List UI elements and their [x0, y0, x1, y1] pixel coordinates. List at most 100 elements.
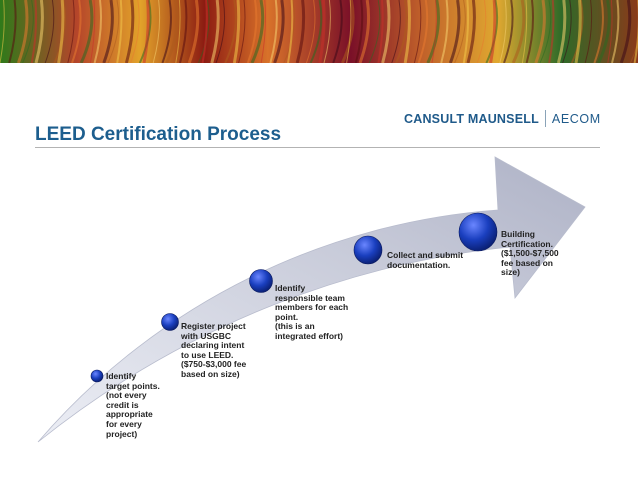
- banner-streak: [93, 0, 102, 63]
- banner-streak: [611, 0, 620, 63]
- banner-streak: [454, 0, 466, 63]
- step-node-1: [90, 369, 104, 383]
- banner-streak: [260, 0, 266, 63]
- banner-streak: [448, 0, 461, 63]
- banner-streak: [346, 0, 352, 63]
- banner-streak: [318, 0, 326, 63]
- banner-streak: [562, 0, 572, 63]
- banner-streak: [116, 0, 123, 63]
- banner-streak: [224, 0, 237, 63]
- title-divider: [35, 147, 600, 148]
- banner-streak: [584, 0, 593, 63]
- banner-streak: [34, 0, 44, 63]
- step-label-5: Building Certification. ($1,500-$7,500 f…: [501, 229, 559, 278]
- banner-streak: [250, 0, 265, 63]
- banner-streak: [187, 0, 200, 63]
- banner-streak: [0, 0, 5, 63]
- logo-aecom: AECOM: [551, 111, 601, 126]
- page-title: LEED Certification Process: [35, 124, 282, 145]
- logo-divider: [544, 110, 546, 127]
- banner-streak: [570, 0, 584, 63]
- banner-streak: [413, 0, 422, 63]
- banner-streak: [107, 0, 120, 63]
- banner-streak: [138, 0, 152, 63]
- banner-streak: [354, 0, 364, 63]
- banner-streak: [539, 0, 552, 63]
- banner-streak: [534, 0, 546, 63]
- banner-streak: [89, 0, 96, 63]
- banner-streak: [161, 0, 172, 63]
- banner-streak: [629, 39, 638, 63]
- banner-streak: [403, 0, 411, 63]
- step-label-2: Register project with USGBC declaring in…: [181, 321, 247, 379]
- decorative-fabric-banner: [0, 0, 638, 63]
- banner-streak: [165, 0, 179, 63]
- banner-streak: [574, 0, 582, 63]
- banner-streak: [210, 0, 220, 63]
- banner-streak: [417, 0, 429, 63]
- step-node-2: [161, 313, 179, 331]
- banner-streak: [305, 0, 316, 63]
- banner-streak: [489, 0, 497, 63]
- banner-streak: [341, 0, 355, 63]
- banner-streak: [102, 0, 114, 63]
- banner-streak: [426, 0, 440, 63]
- banner-streak: [269, 0, 278, 63]
- banner-streak: [556, 0, 567, 63]
- banner-streak: [8, 0, 17, 63]
- banner-streak: [633, 0, 638, 63]
- banner-streak: [368, 0, 381, 63]
- banner-streak: [44, 0, 55, 63]
- banner-streak: [607, 0, 613, 63]
- banner-streak: [30, 0, 38, 63]
- banner-streak: [431, 0, 437, 63]
- banner-streak: [130, 0, 140, 63]
- banner-streak: [462, 0, 470, 63]
- step-label-1: Identify target points. (not every credi…: [106, 371, 160, 439]
- step-node-5: [458, 212, 498, 252]
- banner-streak: [521, 0, 528, 63]
- banner-streak: [377, 0, 384, 63]
- banner-streak: [593, 0, 604, 63]
- banner-streak: [466, 0, 476, 63]
- banner-streak: [525, 0, 534, 63]
- banner-streak: [503, 0, 514, 63]
- banner-streak: [22, 0, 34, 63]
- company-logo: CANSULT MAUNSELL AECOM: [404, 110, 601, 127]
- banner-streak: [485, 0, 499, 63]
- banner-streak: [391, 0, 401, 63]
- banner-streak: [283, 0, 295, 63]
- banner-streak: [381, 0, 391, 63]
- banner-streak: [201, 0, 208, 63]
- banner-streak: [215, 0, 226, 63]
- step-node-4: [353, 235, 383, 265]
- banner-streak: [197, 0, 210, 63]
- banner-streak: [323, 0, 331, 63]
- banner-streak: [142, 0, 150, 63]
- banner-streak: [124, 0, 135, 63]
- banner-streak: [619, 0, 632, 63]
- banner-streak: [287, 0, 294, 63]
- banner-streak: [179, 0, 188, 63]
- banner-streak: [499, 0, 507, 63]
- banner-streak: [273, 0, 285, 63]
- banner-streak: [246, 0, 258, 63]
- step-label-3: Identify responsible team members for ea…: [275, 283, 349, 341]
- banner-streak: [152, 0, 161, 63]
- banner-streak: [440, 0, 449, 63]
- banner-streak: [395, 0, 408, 63]
- banner-streak: [79, 0, 94, 63]
- banner-streak: [67, 0, 75, 63]
- step-node-3: [249, 269, 273, 293]
- banner-streak: [71, 0, 82, 63]
- banner-streak: [57, 0, 65, 63]
- step-label-4: Collect and submit documentation.: [387, 250, 464, 270]
- banner-streak: [232, 0, 241, 63]
- banner-streak: [597, 0, 611, 63]
- banner-streak: [476, 0, 487, 63]
- banner-streak: [332, 0, 343, 63]
- banner-streak: [548, 0, 555, 63]
- logo-cansult-maunsell: CANSULT MAUNSELL: [404, 111, 539, 126]
- banner-streak: [53, 0, 67, 63]
